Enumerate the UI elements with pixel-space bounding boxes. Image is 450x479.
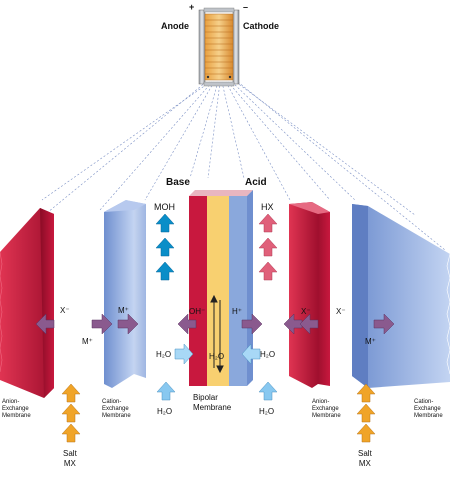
acid-product-label: HX xyxy=(261,202,274,212)
plus-sign: + xyxy=(189,2,195,12)
acid-up-arrows xyxy=(258,213,278,281)
water-label-center: H₂O xyxy=(209,352,225,361)
ion-label-x-right-b: X⁻ xyxy=(336,307,346,316)
electrodialysis-stack-icon xyxy=(198,7,240,87)
base-title: Base xyxy=(166,177,190,188)
water-label-right: H₂O xyxy=(260,350,276,359)
salt-arrows-right xyxy=(356,383,376,443)
bipolar-membrane xyxy=(189,190,253,386)
ion-label-m-right: M⁺ xyxy=(365,337,376,346)
base-product-label: MOH xyxy=(154,202,175,212)
ion-label-m-left-a: M⁺ xyxy=(82,337,93,346)
water-label-bottom-right: H₂O xyxy=(259,407,275,416)
ion-label-oh: OH⁻ xyxy=(189,307,206,316)
bipolar-flux-arrows xyxy=(210,294,224,374)
cation-membrane-left xyxy=(104,200,146,388)
ion-label-x-left: X⁻ xyxy=(60,306,70,315)
anion-membrane-left xyxy=(0,208,54,398)
water-split-arrows xyxy=(174,343,261,365)
cation-membrane-right xyxy=(352,204,450,388)
minus-sign: – xyxy=(243,2,249,12)
ion-arrows xyxy=(35,313,395,335)
water-arrows-bottom xyxy=(156,381,278,401)
base-up-arrows xyxy=(155,213,175,281)
water-label-bottom-left: H₂O xyxy=(157,407,173,416)
anode-label: Anode xyxy=(161,21,189,31)
water-label-left: H₂O xyxy=(156,350,172,359)
anion-membrane-right xyxy=(289,202,330,388)
ion-label-x-right-a: X⁻ xyxy=(301,307,311,316)
ion-label-m-left-b: M⁺ xyxy=(118,306,129,315)
salt-arrows-left xyxy=(61,383,81,443)
ion-label-h: H⁺ xyxy=(232,307,242,316)
acid-title: Acid xyxy=(245,177,267,188)
cathode-label: Cathode xyxy=(243,21,279,31)
